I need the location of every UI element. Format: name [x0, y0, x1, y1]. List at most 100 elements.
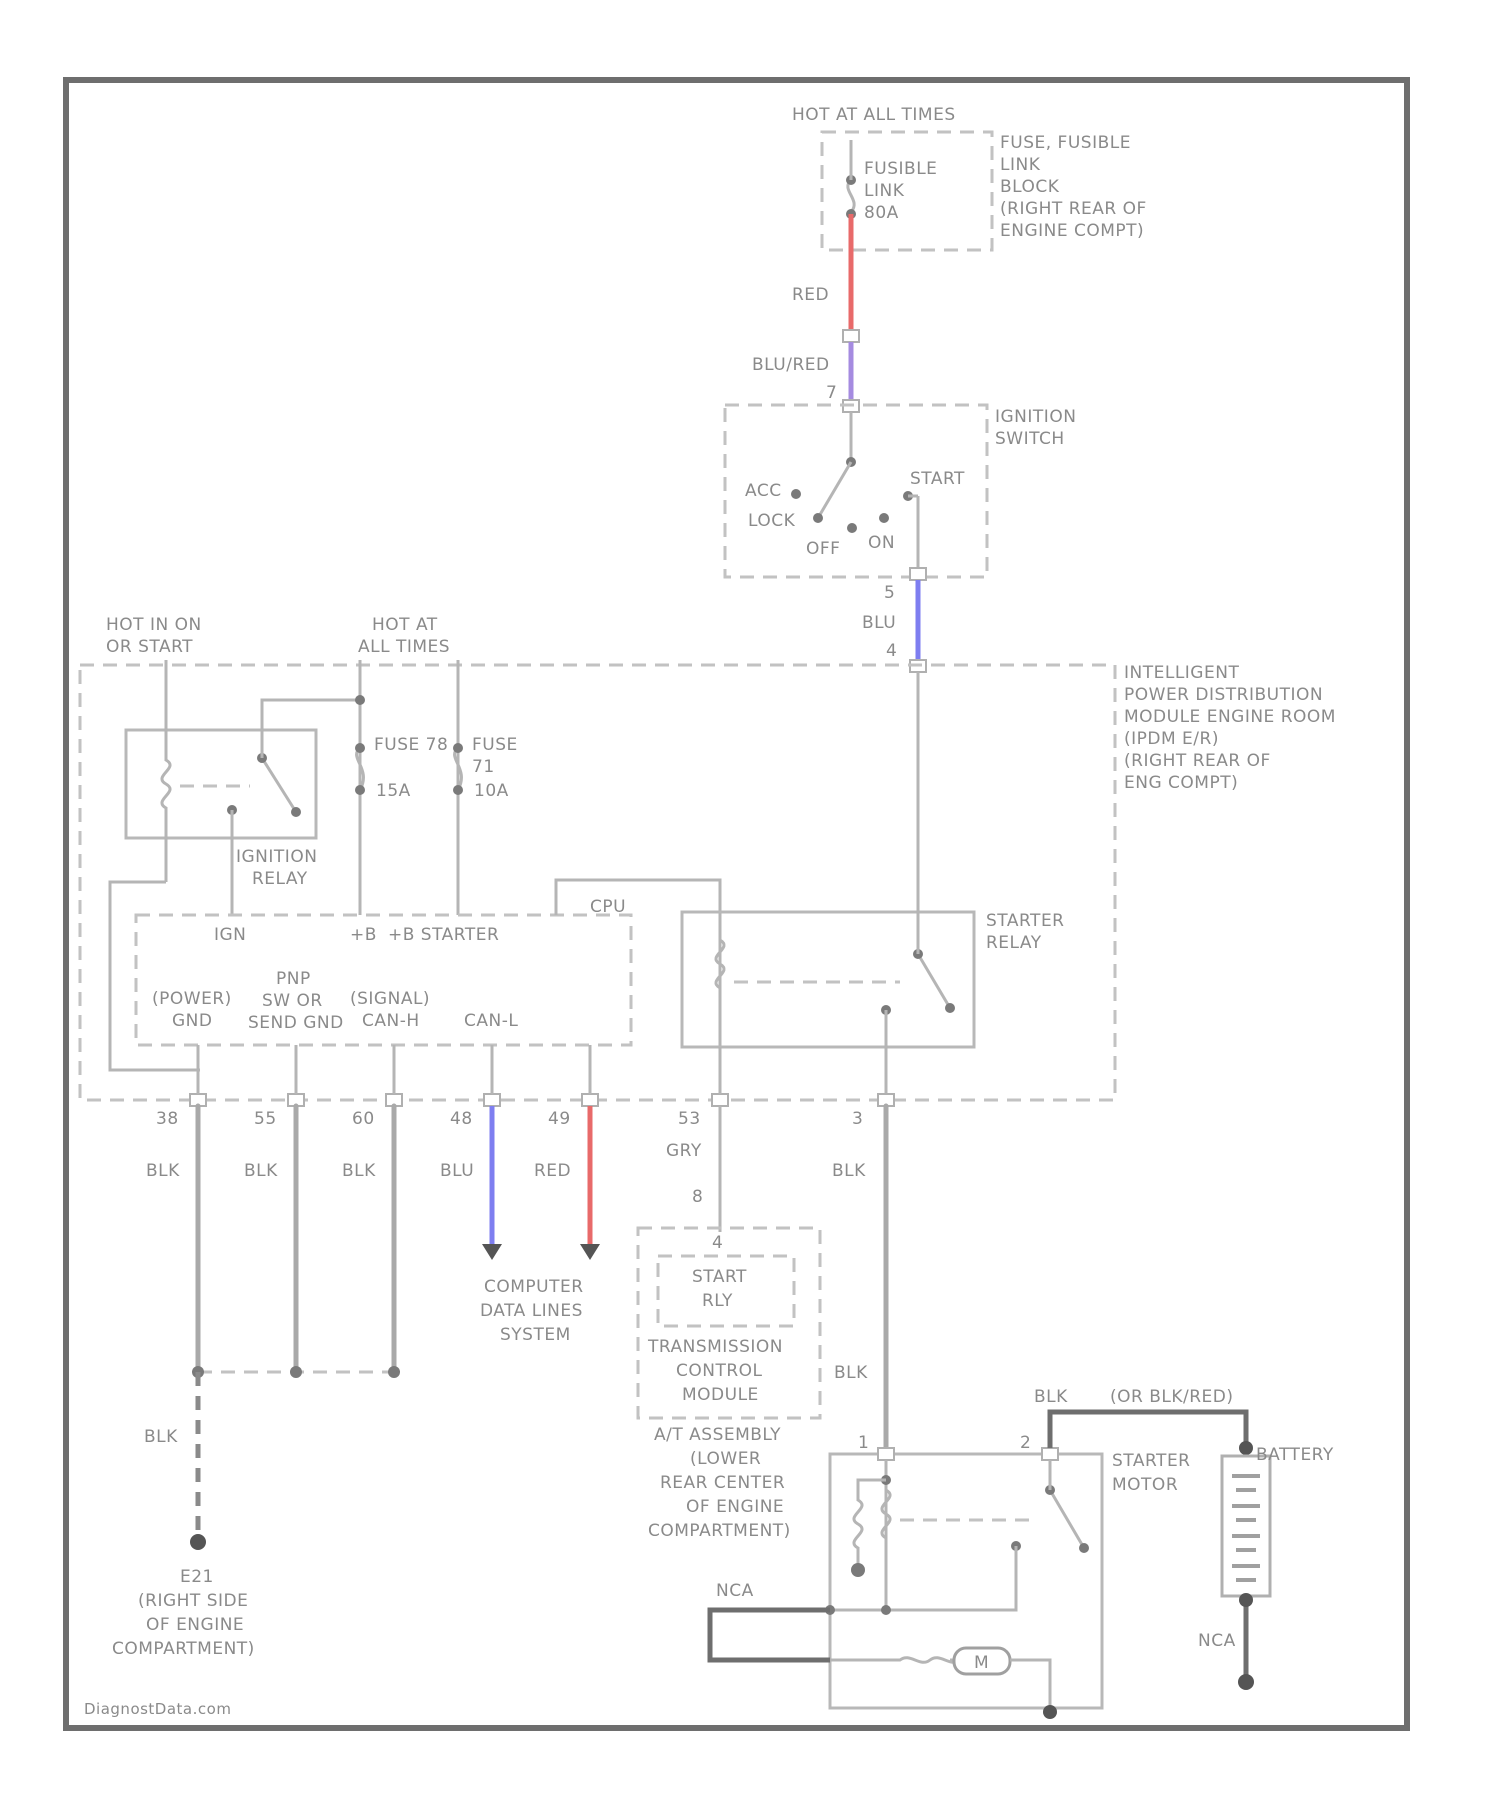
tcm-pin-top: 8 [692, 1187, 703, 1207]
ignition-relay-contact [262, 758, 296, 812]
nca-right-label: NCA [1198, 1631, 1236, 1651]
tcm-location-3: REAR CENTER [660, 1473, 785, 1493]
fuse-block-title-1: FUSE, FUSIBLE [1000, 133, 1131, 153]
solenoid-coil-left [854, 1480, 886, 1566]
wire-label-red-top: RED [792, 285, 829, 305]
wire-label-pin38: BLK [146, 1161, 180, 1181]
wire-battery-to-starter [1050, 1412, 1246, 1448]
ground-junction-3 [388, 1366, 400, 1378]
starter-relay-contact-dot [945, 1003, 955, 1013]
cpu-can-l: CAN-L [464, 1011, 518, 1031]
pin-48-connector [484, 1094, 500, 1106]
fuse71-number: 71 [472, 757, 495, 777]
starter-blk-label: BLK [834, 1363, 868, 1383]
fuse-block-title-2: LINK [1000, 155, 1041, 175]
start-rly-label-1: START [692, 1267, 747, 1287]
ign-label-off: OFF [806, 539, 840, 559]
motor-to-ground [1010, 1660, 1050, 1712]
solenoid-contact [1050, 1490, 1084, 1548]
starter-motor-label-2: MOTOR [1112, 1475, 1178, 1495]
cpu-pnp-3: SEND GND [248, 1013, 344, 1033]
fuse71-bottom [453, 785, 463, 795]
motor-winding [830, 1658, 960, 1663]
ipdm-title-3: MODULE ENGINE ROOM [1124, 707, 1336, 727]
ign-label-acc: ACC [745, 481, 782, 501]
ign-pos-lock [813, 513, 823, 523]
fuse78-junction [355, 695, 365, 705]
wire-label-pin49: RED [534, 1161, 571, 1181]
ground-id-label: E21 [180, 1567, 214, 1587]
battery-cable-label-2: (OR BLK/RED) [1110, 1387, 1234, 1407]
ground-location-1: (RIGHT SIDE [138, 1591, 248, 1611]
ignition-relay-contact-dot [291, 807, 301, 817]
arrow-can-red [580, 1244, 600, 1260]
fuse78-label: FUSE 78 [374, 735, 448, 755]
wire-label-pin53: GRY [666, 1141, 702, 1161]
wire-label-pin48: BLU [440, 1161, 474, 1181]
tcm-location-1: A/T ASSEMBLY [654, 1425, 781, 1445]
fuse78-top [355, 743, 365, 753]
starter-internal-junction [881, 1605, 891, 1615]
ignition-relay-box [126, 730, 316, 838]
ipdm-title-1: INTELLIGENT [1124, 663, 1239, 683]
pin-53-label: 53 [678, 1109, 701, 1129]
connector-ign-out [910, 568, 926, 580]
computer-data-lines-2: DATA LINES [480, 1301, 583, 1321]
starter-relay-label-1: STARTER [986, 911, 1065, 931]
cpu-power-gnd-2: GND [172, 1011, 212, 1031]
tcm-label-1: TRANSMISSION [647, 1337, 783, 1357]
ign-pos-on [879, 513, 889, 523]
tcm-pin-inner: 4 [712, 1233, 723, 1253]
fuse-block-title-4: (RIGHT REAR OF [1000, 199, 1147, 219]
ignition-switch-title-2: SWITCH [995, 429, 1065, 449]
ign-pos-acc [791, 489, 801, 499]
ipdm-title-4: (IPDM E/R) [1124, 729, 1219, 749]
cpu-pnp-2: SW OR [262, 991, 323, 1011]
fuse71-top [453, 743, 463, 753]
battery-label: BATTERY [1256, 1445, 1334, 1465]
ignition-relay-coil [162, 738, 170, 838]
hot-all-times-1: HOT AT [372, 615, 438, 635]
ground-location-2: OF ENGINE [146, 1615, 244, 1635]
fuse78-bottom [355, 785, 365, 795]
ipdm-title-6: ENG COMPT) [1124, 773, 1238, 793]
fuse-block: HOT AT ALL TIMES FUSIBLE LINK 80A FUSE, … [792, 105, 1147, 250]
cpu-label: CPU [590, 897, 626, 917]
computer-data-lines-3: SYSTEM [500, 1325, 571, 1345]
starter-pin1-label: 1 [858, 1433, 869, 1453]
pin-60-label: 60 [352, 1109, 375, 1129]
ground-wire-label: BLK [144, 1427, 178, 1447]
fuse71-label: FUSE [472, 735, 518, 755]
nca-loop-wire [710, 1610, 830, 1660]
ground-location-3: COMPARTMENT) [112, 1639, 255, 1659]
battery-positive-dot [1239, 1441, 1253, 1455]
pin-5-label: 5 [884, 583, 895, 603]
hot-on-start-2: OR START [106, 637, 193, 657]
hot-on-start-1: HOT IN ON [106, 615, 202, 635]
tcm-location-4: OF ENGINE [686, 1497, 784, 1517]
tcm-location-5: COMPARTMENT) [648, 1521, 791, 1541]
wire-label-blu-red: BLU/RED [752, 355, 830, 375]
cpu-signal-1: (SIGNAL) [350, 989, 430, 1009]
ign-switch-blade [818, 462, 851, 518]
arrow-can-blu [482, 1244, 502, 1260]
cpu-b-starter-label: +B STARTER [388, 925, 499, 945]
wire-label-blu: BLU [862, 613, 896, 633]
battery: BATTERY NCA [1198, 1445, 1334, 1690]
tcm-label-2: CONTROL [676, 1361, 763, 1381]
cpu-ign-label: IGN [214, 925, 246, 945]
ignition-switch-title-1: IGNITION [995, 407, 1076, 427]
ignition-relay-label-2: RELAY [252, 869, 308, 889]
fusible-link-label-1: FUSIBLE [864, 159, 937, 179]
ground-point-e21 [190, 1534, 206, 1550]
ign-pos-off [847, 523, 857, 533]
fuse71-amp: 10A [474, 781, 509, 801]
ignition-switch: IGNITION SWITCH ACC LOCK OFF ON START [725, 405, 1076, 577]
starter-motor-label-1: STARTER [1112, 1451, 1191, 1471]
cpu-power-gnd-1: (POWER) [152, 989, 232, 1009]
motor-m-label: M [974, 1653, 989, 1673]
connector-top-1 [843, 330, 859, 342]
cpu-signal-2: CAN-H [362, 1011, 420, 1031]
ipdm-title-5: (RIGHT REAR OF [1124, 751, 1271, 771]
